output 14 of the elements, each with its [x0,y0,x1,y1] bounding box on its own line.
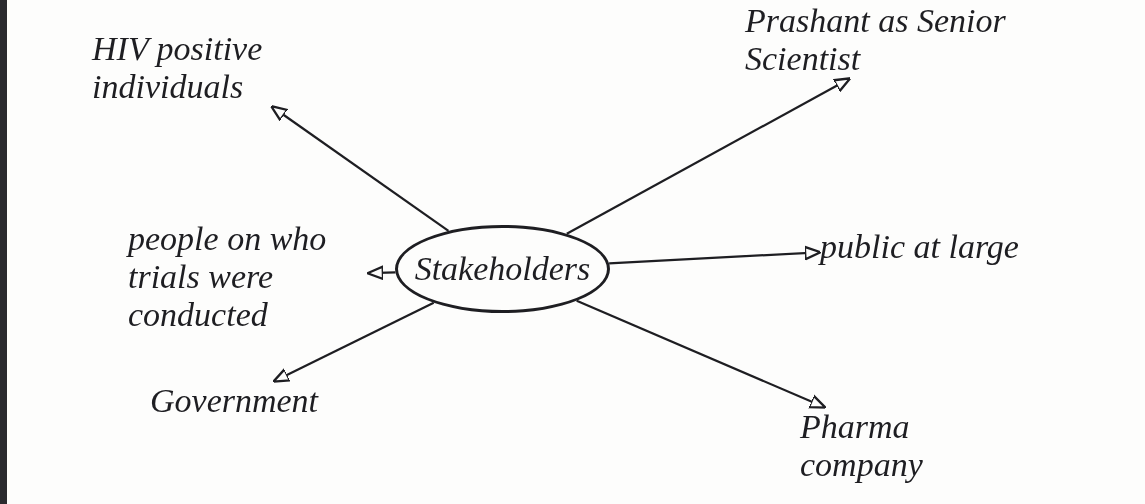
stakeholder-label: public at large [820,228,1019,266]
stakeholder-label: people on who trials were conducted [128,220,328,334]
stakeholder-label: Pharma company [800,408,924,484]
arrow [366,265,396,281]
arrow [576,299,827,409]
stakeholder-label: HIV positive individuals [92,30,264,106]
node-label: Stakeholders [414,250,591,288]
stakeholder-label: Government [150,382,319,420]
arrow [566,77,852,235]
arrow [272,301,435,383]
arrow [270,104,450,232]
stakeholder-label: Prashant as Senior Scientist [745,2,1007,78]
arrow [609,245,822,265]
stakeholders-ellipse [395,225,610,313]
